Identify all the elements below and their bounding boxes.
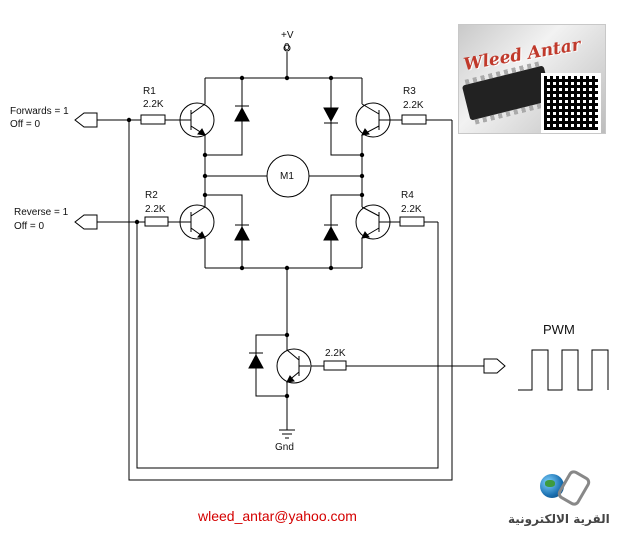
- motor-m1: [266, 154, 310, 198]
- rpwm-value: 2.2K: [325, 348, 346, 359]
- pwm-input-connector: [483, 358, 506, 374]
- site-logo: القرية الالكترونية: [506, 468, 618, 532]
- reverse-input-connector: [74, 214, 98, 230]
- forwards-off-label: Off = 0: [10, 119, 41, 130]
- r4-name: R4: [401, 190, 414, 201]
- r1-value: 2.2K: [143, 99, 164, 110]
- supply-label: +V: [281, 30, 294, 41]
- brand-logo: Wleed Antar: [458, 24, 606, 134]
- r2-name: R2: [145, 190, 158, 201]
- transistor-q1: [179, 102, 215, 138]
- email-text: wleed_antar@yahoo.com: [198, 508, 357, 524]
- chip-graphic: [461, 65, 553, 121]
- pwm-label: PWM: [543, 322, 575, 337]
- diode-d1: [234, 105, 250, 122]
- site-name: القرية الالكترونية: [508, 512, 610, 526]
- transistor-q4: [355, 204, 391, 240]
- ground-label: Gnd: [275, 442, 294, 453]
- r1-name: R1: [143, 86, 156, 97]
- forwards-cross-wire: [128, 120, 453, 481]
- wrench-icon: [555, 468, 593, 508]
- resistor-r1: [140, 114, 166, 125]
- transistor-pwm: [276, 348, 312, 384]
- r3-name: R3: [403, 86, 416, 97]
- qr-code-icon: [541, 73, 601, 133]
- diode-d3: [323, 107, 339, 124]
- reverse-cross-wire: [136, 222, 439, 469]
- r4-value: 2.2K: [401, 204, 422, 215]
- pwm-waveform: [518, 349, 609, 391]
- transistor-q3: [355, 102, 391, 138]
- reverse-label: Reverse = 1: [14, 207, 69, 218]
- resistor-r3: [401, 114, 427, 125]
- diode-d4: [323, 224, 339, 241]
- supply-terminal: [283, 44, 291, 52]
- forwards-label: Forwards = 1: [10, 106, 69, 117]
- forwards-input-connector: [74, 112, 98, 128]
- resistor-r2: [144, 216, 169, 227]
- r2-value: 2.2K: [145, 204, 166, 215]
- diode-pwm: [248, 352, 264, 369]
- reverse-off-label: Off = 0: [14, 221, 45, 232]
- resistor-r4: [399, 216, 425, 227]
- globe-icon: [540, 474, 564, 498]
- r3-value: 2.2K: [403, 100, 424, 111]
- supply-node-label: 0: [284, 42, 290, 53]
- transistor-q2: [179, 204, 215, 240]
- motor-label: M1: [280, 171, 294, 182]
- diode-d2: [234, 224, 250, 241]
- resistor-pwm: [323, 360, 347, 371]
